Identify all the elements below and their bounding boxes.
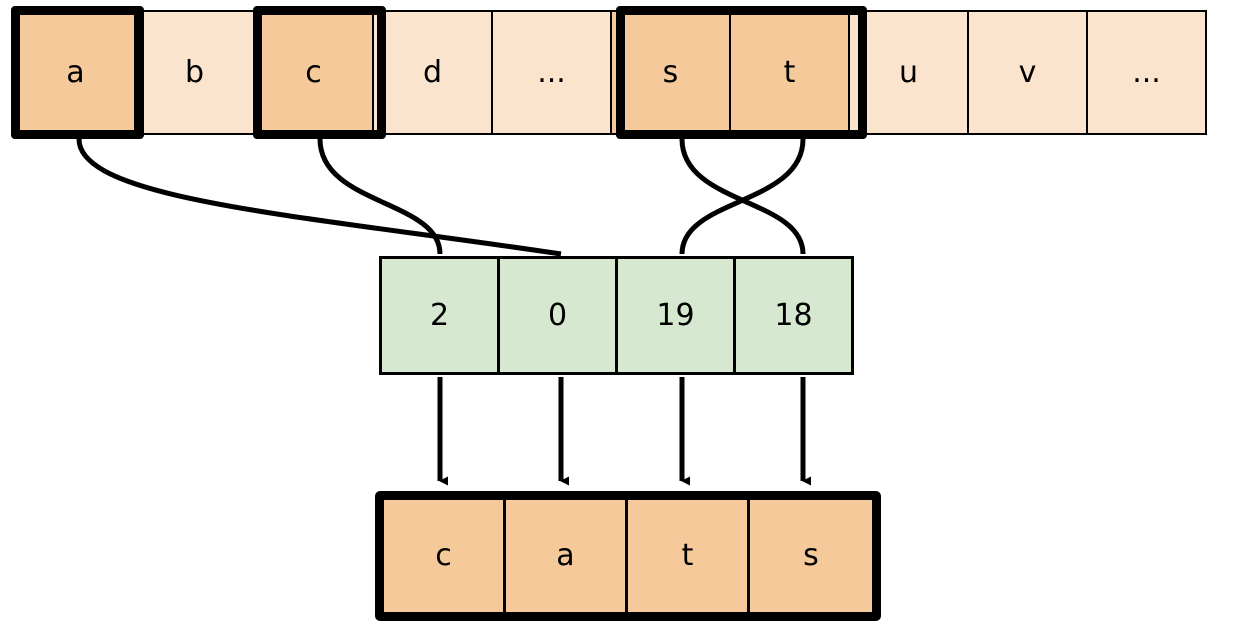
index-cell-1-label: 0	[547, 297, 568, 333]
alphabet-strip: a b c d ... s t u v ...	[15, 10, 1207, 135]
output-cell-3[interactable]: s	[750, 500, 872, 612]
alphabet-cell-b-label: b	[184, 54, 205, 90]
alphabet-cell-s[interactable]: s	[610, 10, 731, 135]
output-cell-1-label: a	[556, 538, 575, 573]
alphabet-cell-v-label: v	[1018, 54, 1037, 90]
index-cell-2-label: 19	[656, 297, 695, 333]
index-cell-1[interactable]: 0	[497, 256, 618, 375]
output-cell-1[interactable]: a	[506, 500, 628, 612]
alphabet-cell-d[interactable]: d	[372, 10, 493, 135]
connector-c-to-2	[317, 138, 443, 255]
index-cell-0[interactable]: 2	[379, 256, 500, 375]
alphabet-cell-t[interactable]: t	[729, 10, 850, 135]
alphabet-cell-b[interactable]: b	[134, 10, 255, 135]
alphabet-cell-d-label: d	[422, 54, 443, 90]
alphabet-cell-u-label: u	[898, 54, 918, 90]
alphabet-cell-a-label: a	[66, 54, 85, 90]
output-cell-2-label: t	[681, 538, 694, 573]
output-cell-0-label: c	[435, 538, 452, 573]
output-cell-2[interactable]: t	[628, 500, 750, 612]
alphabet-cell-ellipsis-1-label: ...	[537, 54, 566, 90]
alphabet-cell-c-label: c	[305, 54, 322, 90]
output-cell-0[interactable]: c	[384, 500, 506, 612]
alphabet-cell-u[interactable]: u	[848, 10, 969, 135]
alphabet-cell-ellipsis-1[interactable]: ...	[491, 10, 612, 135]
connector-s-to-18	[679, 138, 806, 255]
alphabet-cell-c[interactable]: c	[253, 10, 374, 135]
output-cell-3-label: s	[803, 538, 819, 573]
connector-t-to-19	[679, 138, 806, 255]
alphabet-cell-ellipsis-2[interactable]: ...	[1086, 10, 1207, 135]
index-cell-0-label: 2	[429, 297, 450, 333]
index-array: 2 0 19 18	[379, 256, 854, 375]
alphabet-cell-t-label: t	[783, 54, 796, 90]
alphabet-cell-v[interactable]: v	[967, 10, 1088, 135]
alphabet-cell-s-label: s	[662, 54, 679, 90]
output-word: c a t s	[375, 491, 881, 621]
index-cell-3[interactable]: 18	[733, 256, 854, 375]
connector-a-to-0	[76, 138, 562, 257]
index-cell-3-label: 18	[774, 297, 813, 333]
alphabet-cell-ellipsis-2-label: ...	[1132, 54, 1161, 90]
index-cell-2[interactable]: 19	[615, 256, 736, 375]
alphabet-cell-a[interactable]: a	[15, 10, 136, 135]
